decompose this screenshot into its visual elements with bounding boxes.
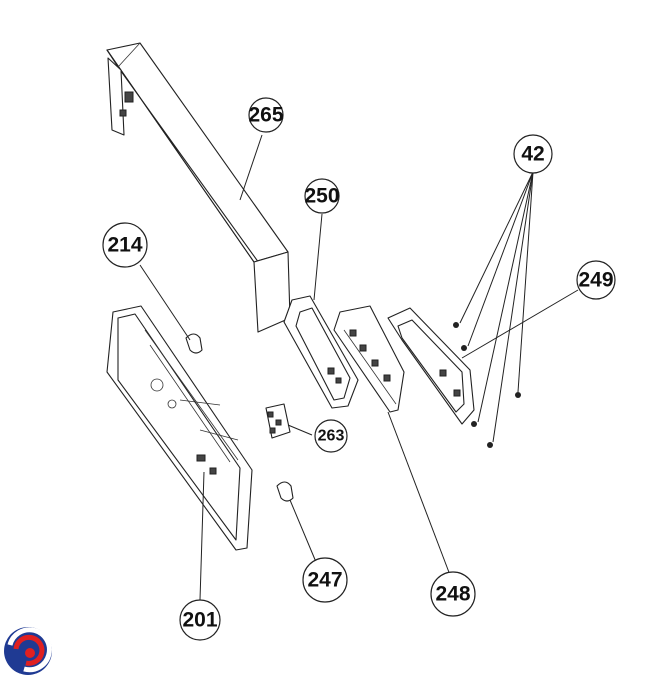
leader-lines bbox=[139, 134, 579, 601]
callout-label: 214 bbox=[107, 234, 142, 257]
callout-248: 248 bbox=[430, 571, 476, 617]
callout-247: 247 bbox=[302, 557, 348, 603]
callout-42: 42 bbox=[513, 134, 553, 174]
part-250-display-frame bbox=[283, 295, 359, 409]
callout-label: 201 bbox=[182, 609, 217, 632]
callout-214: 214 bbox=[102, 222, 148, 268]
part-249-bracket bbox=[387, 307, 475, 425]
screw-icon bbox=[461, 345, 467, 351]
callout-label: 247 bbox=[307, 569, 342, 592]
screw-icon bbox=[453, 322, 459, 328]
callout-label: 249 bbox=[578, 269, 613, 292]
part-248-control-board bbox=[333, 305, 405, 413]
screw-icon bbox=[515, 392, 521, 398]
callout-265: 265 bbox=[248, 97, 284, 133]
callout-label: 265 bbox=[248, 104, 283, 127]
part-201-front-panel bbox=[106, 305, 253, 551]
callout-250: 250 bbox=[304, 178, 340, 214]
callout-label: 263 bbox=[318, 428, 345, 445]
callout-label: 250 bbox=[304, 185, 339, 208]
screw-icon bbox=[471, 421, 477, 427]
part-247-clip bbox=[276, 481, 294, 502]
part-214-clip bbox=[185, 333, 203, 354]
screws-42 bbox=[453, 322, 521, 448]
callout-263: 263 bbox=[314, 419, 348, 453]
part-263-connector bbox=[265, 403, 291, 439]
callout-label: 42 bbox=[521, 143, 544, 166]
part-265-trim-bar bbox=[106, 42, 291, 333]
screw-icon bbox=[487, 442, 493, 448]
brand-logo-icon bbox=[4, 627, 52, 675]
callout-label: 248 bbox=[435, 583, 470, 606]
callout-249: 249 bbox=[576, 260, 616, 300]
callout-201: 201 bbox=[179, 599, 221, 641]
